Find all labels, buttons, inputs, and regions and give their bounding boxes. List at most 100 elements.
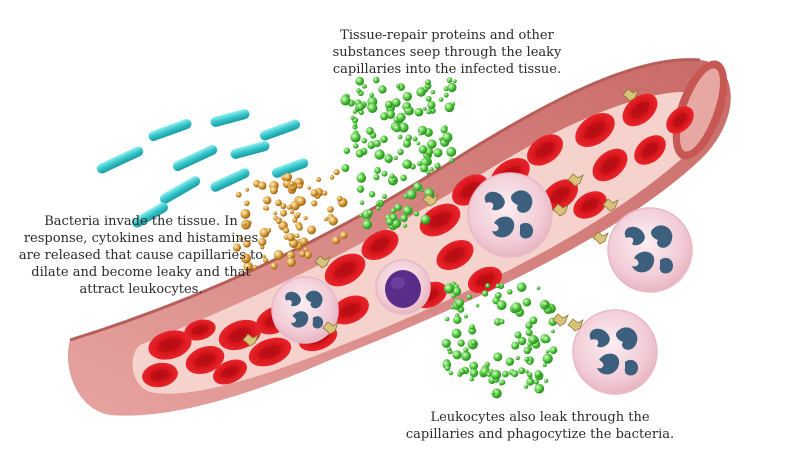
leukocyte xyxy=(607,207,693,293)
repair-protein-particle xyxy=(380,112,389,121)
repair-protein-particle xyxy=(353,122,358,127)
red-blood-cell xyxy=(592,148,628,182)
cytokine-particle xyxy=(328,216,338,226)
debris-fragment xyxy=(552,203,569,217)
repair-protein-particle xyxy=(402,223,408,228)
cytokine-particle xyxy=(333,169,340,176)
leukocyte xyxy=(271,276,339,344)
leukocyte xyxy=(572,309,658,395)
cytokine-particle xyxy=(239,236,244,241)
leukocyte-nucleus xyxy=(484,190,534,239)
repair-protein-particle xyxy=(369,92,374,98)
cytokine-particle xyxy=(289,209,295,215)
cytokine-particle xyxy=(336,195,343,202)
red-blood-cell xyxy=(185,345,225,375)
repair-protein-particle xyxy=(452,350,462,360)
repair-protein-particle xyxy=(470,339,477,346)
repair-protein-particle xyxy=(392,124,401,133)
repair-protein-particle xyxy=(452,286,462,296)
bacterium xyxy=(271,158,309,178)
cytokine-particles xyxy=(232,169,348,272)
cytokine-particle xyxy=(286,204,292,210)
cytokine-particle xyxy=(303,250,312,259)
red-blood-cell xyxy=(248,337,292,367)
red-blood-cell xyxy=(361,229,399,261)
repair-protein-particle xyxy=(356,185,365,193)
repair-protein-particle xyxy=(359,200,365,205)
cytokine-particle xyxy=(259,244,265,250)
repair-protein-particle xyxy=(469,324,475,330)
repair-protein-particle xyxy=(516,282,527,292)
cytokine-particle xyxy=(275,218,282,224)
repair-protein-particle xyxy=(523,346,532,355)
repair-protein-particle xyxy=(413,182,423,192)
cytokine-particle xyxy=(329,175,335,180)
repair-protein-particle xyxy=(533,379,539,385)
repair-protein-particle xyxy=(413,211,420,217)
cytokine-particle xyxy=(258,181,267,190)
repair-protein-particle xyxy=(396,112,406,122)
repair-protein-particle xyxy=(481,290,489,297)
cytokine-particle xyxy=(322,190,328,196)
repair-protein-particle xyxy=(446,346,452,352)
red-blood-cell xyxy=(573,191,607,219)
debris-fragment xyxy=(567,318,584,332)
repair-protein-particle xyxy=(525,321,533,330)
cytokine-particle xyxy=(240,253,251,264)
cytokine-particle xyxy=(266,227,272,233)
repair-protein-particle xyxy=(393,155,398,161)
repair-protein-particle xyxy=(461,351,472,361)
repair-protein-particle xyxy=(522,298,532,307)
cytokine-particle xyxy=(275,199,282,207)
repair-protein-particle xyxy=(358,109,365,116)
repair-protein-particle xyxy=(523,384,529,389)
repair-protein-particle xyxy=(486,372,492,377)
repair-protein-particle xyxy=(441,338,451,348)
repair-protein-particle xyxy=(507,289,513,295)
leukocyte-nucleus xyxy=(285,290,324,329)
cytokine-particle xyxy=(263,196,272,205)
debris-fragment xyxy=(422,193,439,207)
repair-protein-particle xyxy=(341,164,350,172)
repair-protein-particle xyxy=(355,149,364,158)
repair-protein-particles xyxy=(340,76,558,399)
leukocyte xyxy=(467,172,553,258)
repair-protein-particle xyxy=(493,352,503,362)
repair-protein-particle xyxy=(433,148,443,158)
repair-protein-particle xyxy=(381,170,388,177)
cytokine-particle xyxy=(299,237,309,246)
leukocyte-nucleus xyxy=(589,327,639,376)
repair-protein-particle xyxy=(340,95,351,106)
red-blood-cell xyxy=(467,266,503,294)
repair-protein-particle xyxy=(542,353,553,364)
repair-protein-particle xyxy=(402,159,412,169)
cytokine-particle xyxy=(310,189,319,197)
repair-protein-particle xyxy=(444,365,451,371)
cytokine-particle xyxy=(286,257,296,267)
cytokine-particle xyxy=(262,254,266,259)
red-blood-cell xyxy=(331,295,369,325)
repair-protein-particle xyxy=(534,370,542,378)
repair-protein-particle xyxy=(466,294,472,300)
repair-protein-particle xyxy=(425,79,431,86)
bacterium xyxy=(210,109,250,127)
cytokine-particle xyxy=(292,217,298,223)
repair-protein-particle xyxy=(494,292,502,299)
repair-protein-particle xyxy=(406,189,417,200)
red-blood-cell xyxy=(634,135,666,165)
repair-protein-particle xyxy=(545,349,550,354)
cytokine-particle xyxy=(243,261,254,272)
cytokine-particle xyxy=(232,243,241,252)
repair-protein-particle xyxy=(448,370,453,376)
repair-protein-particle xyxy=(527,372,533,377)
red-blood-cell xyxy=(148,330,192,360)
repair-protein-particle xyxy=(544,378,549,383)
repair-protein-particle xyxy=(367,141,376,149)
repair-protein-particle xyxy=(412,136,418,142)
cytokine-particle xyxy=(294,233,300,239)
repair-protein-particle xyxy=(463,347,469,353)
bacterium xyxy=(132,202,168,228)
repair-protein-particle xyxy=(384,100,393,109)
cytokine-particle xyxy=(307,186,312,190)
repair-protein-particle xyxy=(511,341,520,350)
